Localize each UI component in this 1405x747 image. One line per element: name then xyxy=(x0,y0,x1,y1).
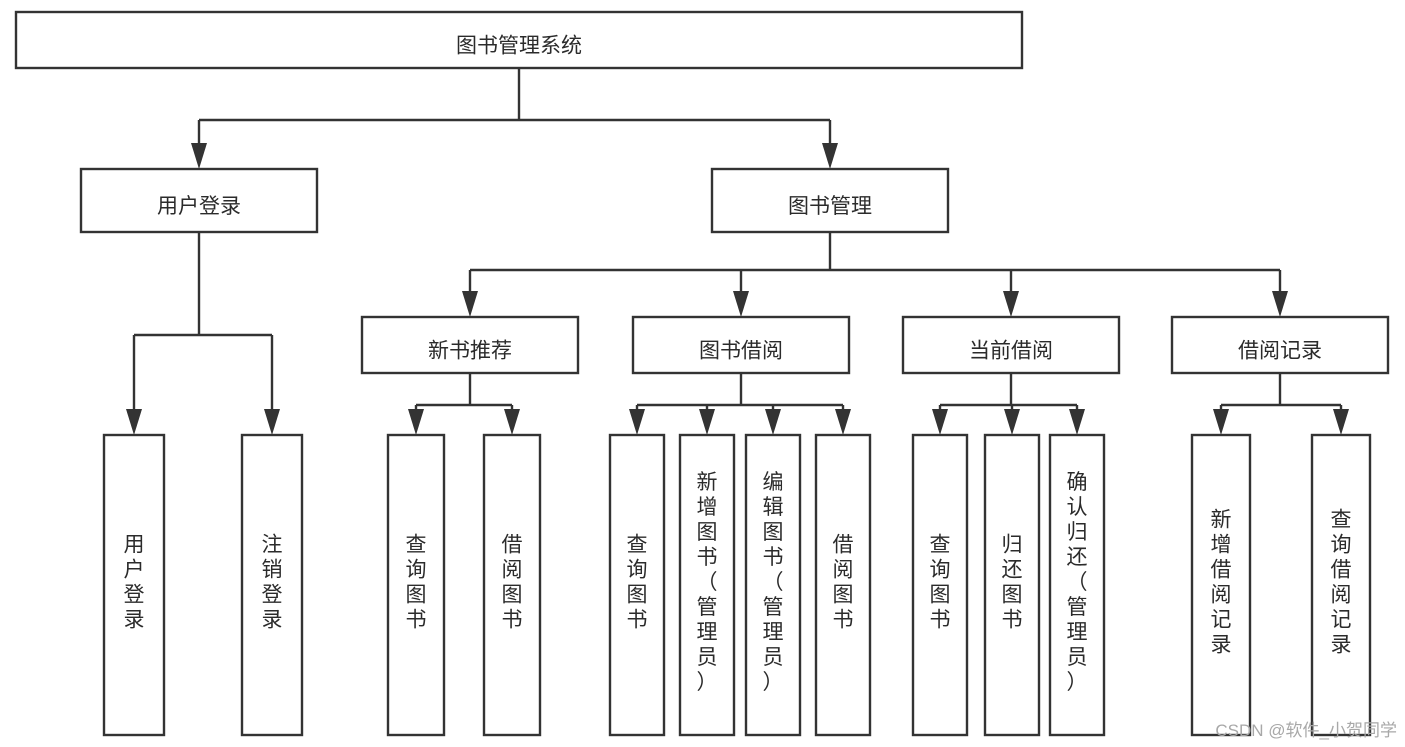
node-box[interactable] xyxy=(14,10,1024,70)
node-box[interactable] xyxy=(1310,433,1372,737)
node-leaf-add-book[interactable]: 新增图书（管理员） xyxy=(678,433,736,737)
node-box[interactable] xyxy=(678,433,736,737)
node-box[interactable] xyxy=(1048,433,1106,737)
node-box[interactable] xyxy=(710,167,950,234)
node-box[interactable] xyxy=(102,433,166,737)
node-leaf-return-book[interactable]: 归还图书 xyxy=(983,433,1041,737)
arrow-head-icon xyxy=(264,409,280,435)
node-box[interactable] xyxy=(983,433,1041,737)
node-label: 确认归还（管理员） xyxy=(1067,471,1088,694)
arrow-head-icon xyxy=(1213,409,1229,435)
node-box[interactable] xyxy=(1170,315,1390,375)
connector-group-book_borrow xyxy=(629,373,851,435)
node-leaf-add-record[interactable]: 新增借阅记录 xyxy=(1190,433,1252,737)
node-label: 借阅记录 xyxy=(1238,340,1322,363)
connector-group-book_manage xyxy=(462,232,1288,317)
node-box[interactable] xyxy=(631,315,851,375)
connector-group-user_login xyxy=(126,232,280,435)
node-box[interactable] xyxy=(386,433,446,737)
node-label: 当前借阅 xyxy=(969,340,1053,363)
node-current-borrow[interactable]: 当前借阅 xyxy=(901,315,1121,375)
node-book-manage[interactable]: 图书管理 xyxy=(710,167,950,234)
node-box[interactable] xyxy=(79,167,319,234)
connector-group-root xyxy=(191,68,838,169)
node-leaf-query-book-2[interactable]: 查询图书 xyxy=(608,433,666,737)
arrow-head-icon xyxy=(822,143,838,169)
arrow-head-icon xyxy=(1003,291,1019,317)
arrow-head-icon xyxy=(1004,409,1020,435)
arrow-head-icon xyxy=(765,409,781,435)
arrow-head-icon xyxy=(1069,409,1085,435)
arrow-head-icon xyxy=(733,291,749,317)
arrow-head-icon xyxy=(629,409,645,435)
node-leaf-borrow-book-1[interactable]: 借阅图书 xyxy=(482,433,542,737)
node-label: 用户登录 xyxy=(124,533,145,631)
arrow-head-icon xyxy=(126,409,142,435)
node-label: 用户登录 xyxy=(157,195,241,218)
node-leaf-logout[interactable]: 注销登录 xyxy=(240,433,304,737)
arrow-head-icon xyxy=(462,291,478,317)
node-label: 查询图书 xyxy=(627,533,648,631)
node-new-book-rec[interactable]: 新书推荐 xyxy=(360,315,580,375)
connector-layer xyxy=(126,68,1349,435)
node-label: 新书推荐 xyxy=(428,340,512,363)
node-box[interactable] xyxy=(1190,433,1252,737)
node-book-borrow[interactable]: 图书借阅 xyxy=(631,315,851,375)
arrow-head-icon xyxy=(1333,409,1349,435)
node-leaf-confirm-return[interactable]: 确认归还（管理员） xyxy=(1048,433,1106,737)
node-label: 编辑图书（管理员） xyxy=(763,471,784,694)
node-label: 查询图书 xyxy=(406,533,427,631)
node-label: 归还图书 xyxy=(1002,533,1023,631)
node-layer: 图书管理系统用户登录图书管理新书推荐图书借阅当前借阅借阅记录用户登录注销登录查询… xyxy=(14,10,1390,737)
arrow-head-icon xyxy=(699,409,715,435)
node-leaf-query-record[interactable]: 查询借阅记录 xyxy=(1310,433,1372,737)
arrow-head-icon xyxy=(835,409,851,435)
node-label: 图书管理系统 xyxy=(456,35,582,58)
node-borrow-record[interactable]: 借阅记录 xyxy=(1170,315,1390,375)
csdn-watermark: CSDN @软件_小贺同学 xyxy=(1215,721,1397,740)
node-box[interactable] xyxy=(608,433,666,737)
node-label: 注销登录 xyxy=(262,533,283,631)
arrow-head-icon xyxy=(504,409,520,435)
node-root[interactable]: 图书管理系统 xyxy=(14,10,1024,70)
arrow-head-icon xyxy=(1272,291,1288,317)
node-leaf-edit-book[interactable]: 编辑图书（管理员） xyxy=(744,433,802,737)
node-label: 图书管理 xyxy=(788,195,872,218)
node-box[interactable] xyxy=(744,433,802,737)
node-label: 查询借阅记录 xyxy=(1331,508,1352,656)
arrow-head-icon xyxy=(408,409,424,435)
node-leaf-borrow-book-2[interactable]: 借阅图书 xyxy=(814,433,872,737)
node-label: 借阅图书 xyxy=(833,533,854,631)
node-label: 查询图书 xyxy=(930,533,951,631)
node-box[interactable] xyxy=(360,315,580,375)
node-label: 新增图书（管理员） xyxy=(697,471,718,694)
node-box[interactable] xyxy=(901,315,1121,375)
node-box[interactable] xyxy=(240,433,304,737)
node-label: 借阅图书 xyxy=(502,533,523,631)
arrow-head-icon xyxy=(932,409,948,435)
node-label: 新增借阅记录 xyxy=(1211,508,1232,656)
node-leaf-query-book-3[interactable]: 查询图书 xyxy=(911,433,969,737)
connector-group-borrow_record xyxy=(1213,373,1349,435)
node-leaf-user-login[interactable]: 用户登录 xyxy=(102,433,166,737)
node-box[interactable] xyxy=(482,433,542,737)
node-box[interactable] xyxy=(911,433,969,737)
node-leaf-query-book-1[interactable]: 查询图书 xyxy=(386,433,446,737)
arrow-head-icon xyxy=(191,143,207,169)
connector-group-current_borrow xyxy=(932,373,1085,435)
node-box[interactable] xyxy=(814,433,872,737)
node-user-login[interactable]: 用户登录 xyxy=(79,167,319,234)
node-label: 图书借阅 xyxy=(699,340,783,363)
connector-group-new_book_rec xyxy=(408,373,520,435)
